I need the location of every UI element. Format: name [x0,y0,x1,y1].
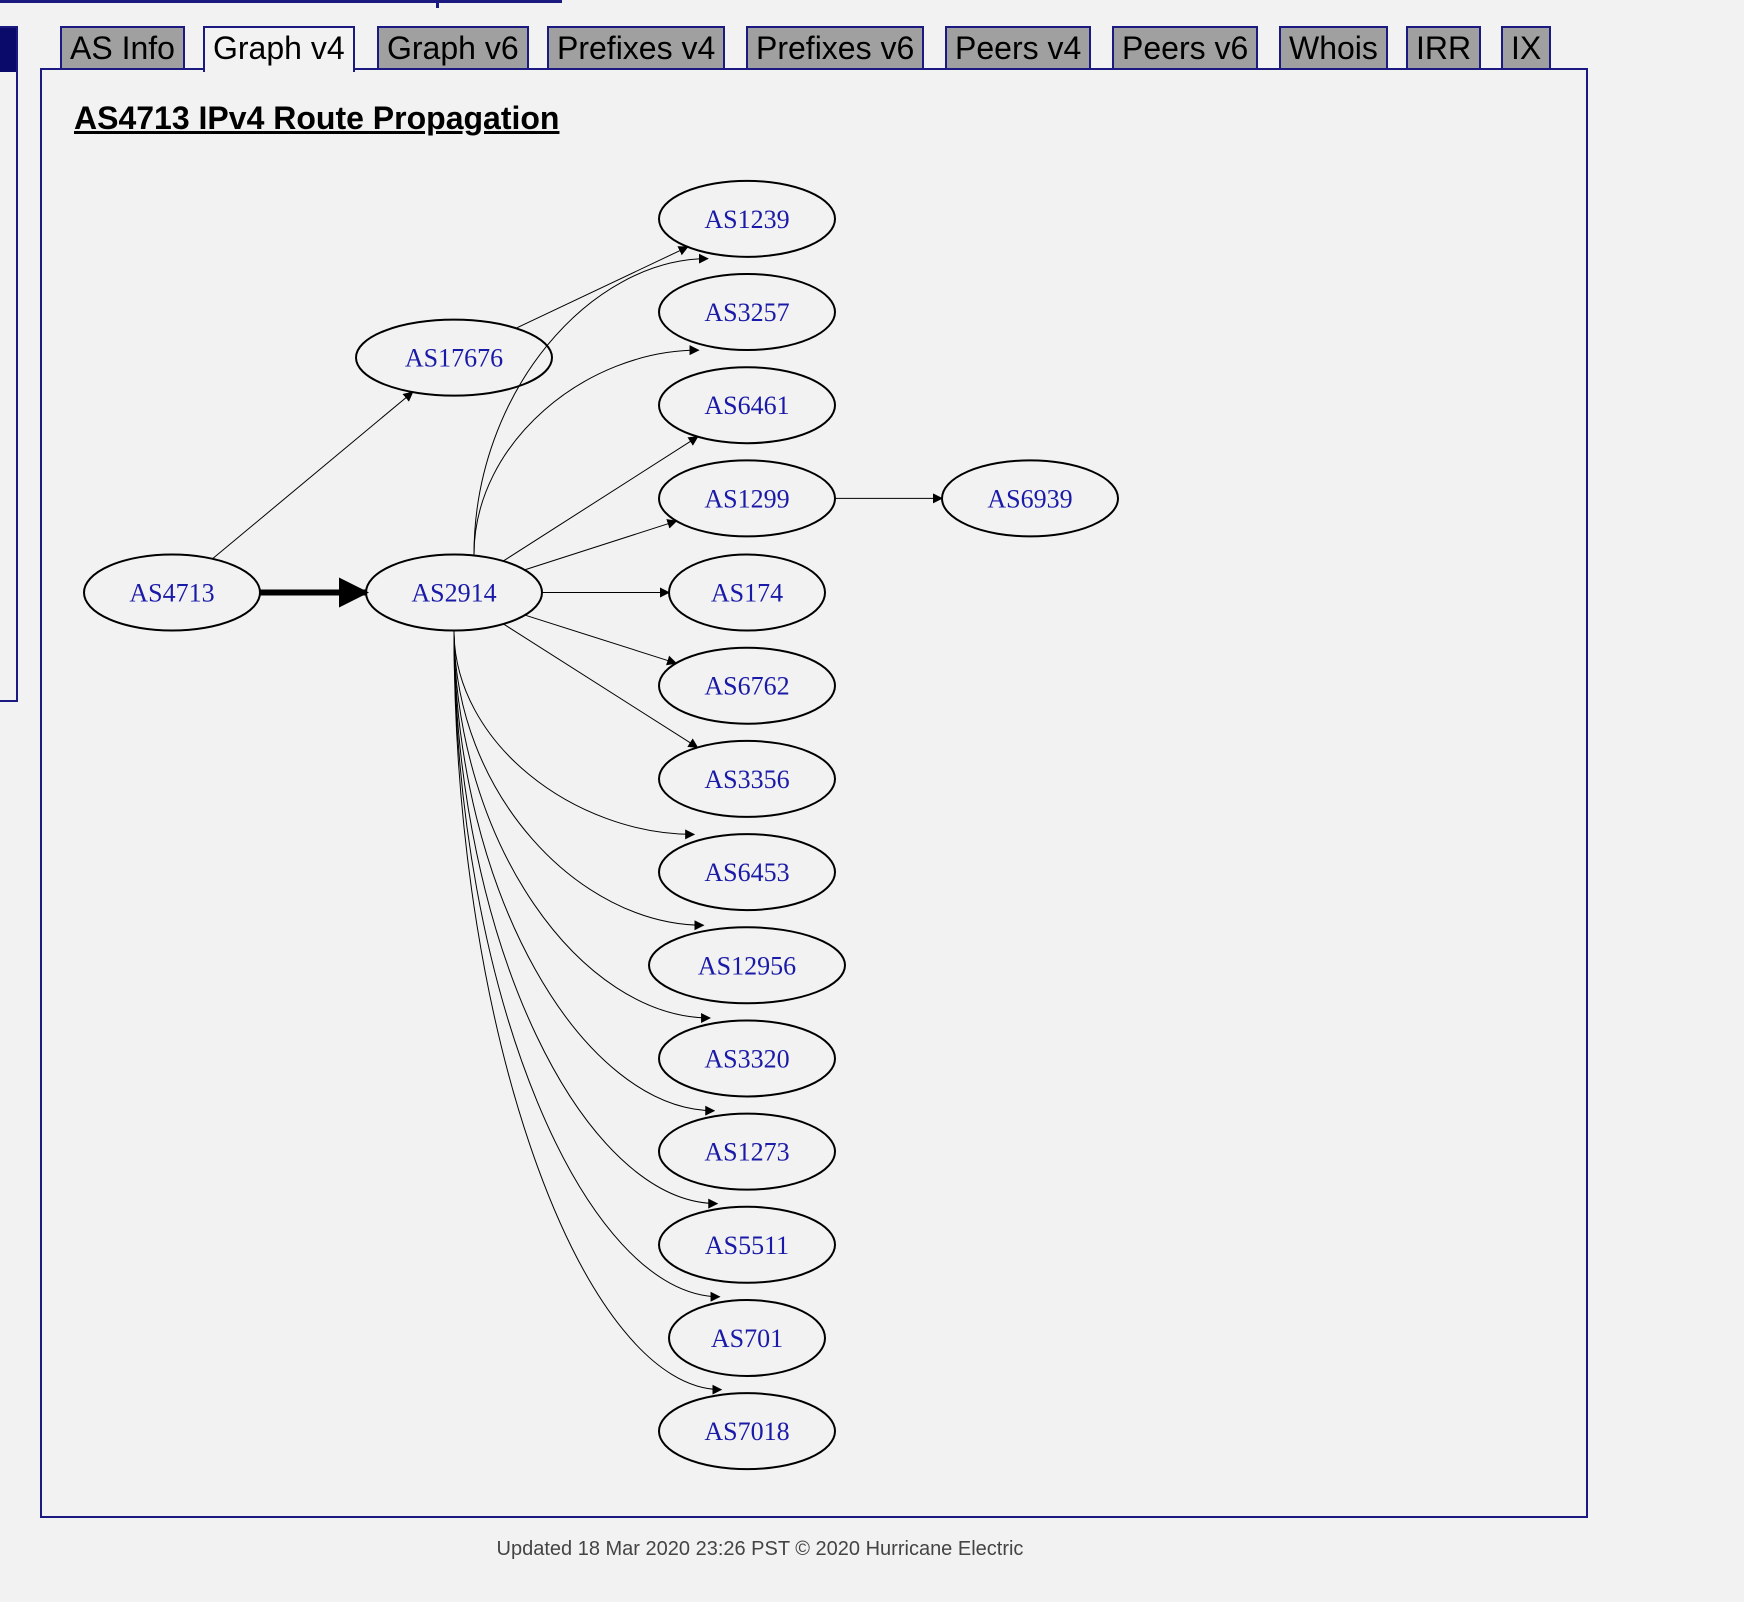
node-label-link[interactable]: AS1239 [704,205,789,234]
node-ellipse [668,1298,826,1377]
node-ellipse [83,553,261,632]
node-as1239[interactable]: AS1239 [658,179,836,258]
node-as2914[interactable]: AS2914 [365,553,543,632]
node-ellipse [658,646,836,725]
tab-peers-v6[interactable]: Peers v6 [1112,26,1259,68]
node-ellipse [658,833,836,912]
node-ellipse [365,553,543,632]
edge-as2914-to-as12956 [453,630,705,931]
edge-as2914-to-as3257 [473,345,700,555]
graph-title: AS4713 IPv4 Route Propagation [74,100,560,136]
node-as6461[interactable]: AS6461 [658,366,836,445]
left-sidebar-header [0,28,16,72]
node-ellipse [658,1392,836,1471]
tab-irr[interactable]: IRR [1406,26,1482,68]
tab-peers-v4[interactable]: Peers v4 [945,26,1092,68]
node-as6762[interactable]: AS6762 [658,646,836,725]
node-label-link[interactable]: AS701 [711,1324,783,1353]
tab-graph-v6[interactable]: Graph v6 [377,26,529,68]
top-link-underline[interactable] [0,0,562,3]
edge-as2914-to-as6762 [524,614,678,666]
node-ellipse [668,553,826,632]
node-as3320[interactable]: AS3320 [658,1019,836,1098]
node-ellipse [658,739,836,818]
graph-panel: AS4713 IPv4 Route Propagation AS4713 AS17… [40,68,1588,1518]
node-as17676[interactable]: AS17676 [355,318,553,397]
node-as6939[interactable]: AS6939 [941,459,1119,538]
graph-edges [212,246,943,1395]
node-as174[interactable]: AS174 [668,553,826,632]
edge-as2914-to-as5511 [453,630,719,1209]
node-as6453[interactable]: AS6453 [658,833,836,912]
node-label-link[interactable]: AS6939 [987,484,1072,513]
edge-as4713-to-as17676 [212,391,414,560]
tab-prefixes-v4[interactable]: Prefixes v4 [547,26,726,68]
node-label-link[interactable]: AS6762 [704,672,789,701]
node-label-link[interactable]: AS12956 [698,951,796,980]
node-as701[interactable]: AS701 [668,1298,826,1377]
tab-as-info[interactable]: AS Info [60,26,185,68]
node-label-link[interactable]: AS17676 [405,344,503,373]
edge-as2914-to-as1239 [473,253,709,555]
node-ellipse [941,459,1119,538]
edge-as2914-to-as1273 [453,630,716,1116]
node-label-link[interactable]: AS3320 [704,1044,789,1073]
node-ellipse [658,459,836,538]
left-sidebar-panel [0,26,18,702]
node-as1299[interactable]: AS1299 [658,459,836,538]
node-label-link[interactable]: AS6453 [704,858,789,887]
node-ellipse [658,366,836,445]
edge-as2914-to-as3320 [453,630,712,1023]
node-ellipse [658,1205,836,1284]
node-label-link[interactable]: AS6461 [704,391,789,420]
tab-whois[interactable]: Whois [1279,26,1388,68]
edge-as2914-to-as7018 [453,630,723,1395]
node-label-link[interactable]: AS3257 [704,298,789,327]
node-ellipse [658,1019,836,1098]
node-ellipse [658,273,836,352]
node-label-link[interactable]: AS5511 [705,1231,789,1260]
node-ellipse [658,179,836,258]
tab-ix[interactable]: IX [1501,26,1552,68]
node-ellipse [648,926,846,1005]
node-ellipse [355,318,553,397]
edge-as17676-to-as1239 [515,246,689,329]
node-as12956[interactable]: AS12956 [648,926,846,1005]
node-label-link[interactable]: AS1299 [704,484,789,513]
node-label-link[interactable]: AS4713 [129,579,214,608]
node-as3356[interactable]: AS3356 [658,739,836,818]
top-link-underline-tick [436,0,439,8]
node-as5511[interactable]: AS5511 [658,1205,836,1284]
node-label-link[interactable]: AS174 [711,579,783,608]
node-label-link[interactable]: AS2914 [411,579,496,608]
tab-prefixes-v6[interactable]: Prefixes v6 [746,26,925,68]
footer-updated-text: Updated 18 Mar 2020 23:26 PST © 2020 Hur… [496,1538,1024,1560]
node-as4713[interactable]: AS4713 [83,553,261,632]
node-label-link[interactable]: AS1273 [704,1138,789,1167]
node-label-link[interactable]: AS3356 [704,765,789,794]
node-ellipse [658,1112,836,1191]
node-as7018[interactable]: AS7018 [658,1392,836,1471]
node-as3257[interactable]: AS3257 [658,273,836,352]
edge-as2914-to-as701 [453,630,721,1302]
edge-as2914-to-as3356 [503,623,699,748]
node-as1273[interactable]: AS1273 [658,1112,836,1191]
edge-as2914-to-as1299 [524,519,678,571]
node-label-link[interactable]: AS7018 [704,1417,789,1446]
edge-as2914-to-as6461 [502,436,699,562]
edge-as2914-to-as6453 [453,630,696,840]
tab-graph-v4[interactable]: Graph v4 [203,26,355,72]
